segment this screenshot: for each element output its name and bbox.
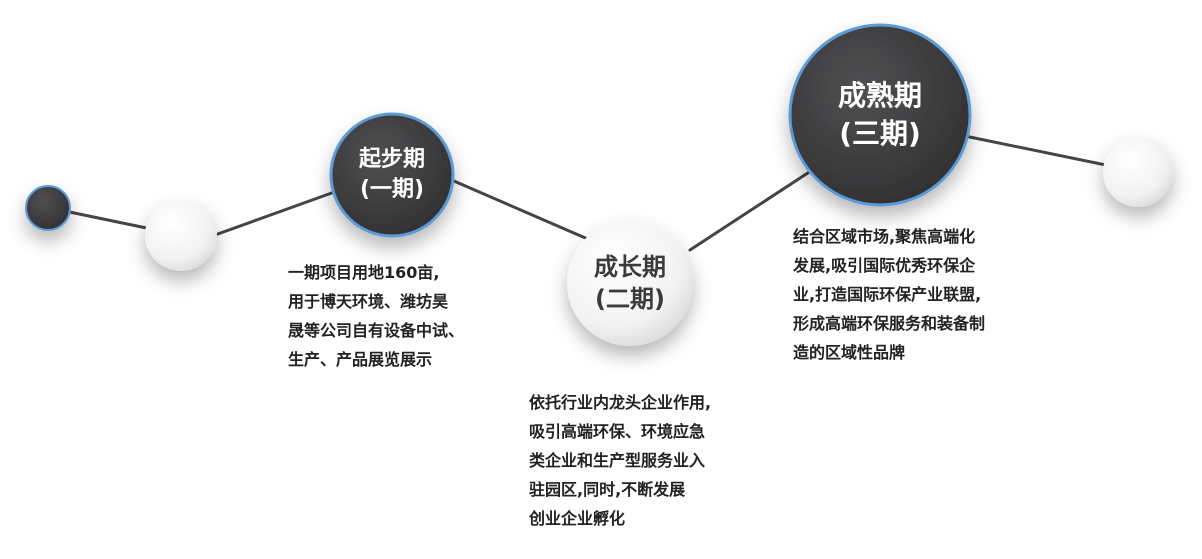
decor-node-right [1103,137,1173,207]
description-line: 吸引高端环保、环境应急 [529,422,706,441]
description-line: 结合区域市场,聚焦高端化 [793,227,976,246]
description-line: 驻园区,同时,不断发展 [529,480,686,499]
stage-2-description: 依托行业内龙头企业作用, 吸引高端环保、环境应急 类企业和生产型服务业入 驻园区… [529,388,711,533]
description-line: 造的区域性品牌 [793,343,906,362]
stage-1-description: 一期项目用地160亩, 用于博天环境、潍坊昊 晟等公司自有设备中试、 生产、产品… [288,258,464,374]
stage-3-node [788,23,972,207]
description-line: 类企业和生产型服务业入 [529,451,706,470]
description-line: 一期项目用地160亩, [288,263,440,282]
description-line: 晟等公司自有设备中试、 [288,321,465,340]
description-line: 用于博天环境、潍坊昊 [288,292,449,311]
connector-line [688,163,822,252]
description-line: 形成高端环保服务和装备制 [793,314,986,333]
description-line: 发展,吸引国际优秀环保企 [793,256,976,275]
start-dot [25,185,71,231]
connector-line [438,173,592,242]
description-line: 业,打造国际环保产业联盟, [793,285,982,304]
decor-node-left [145,199,217,271]
connector-line [213,188,342,237]
connector-line [958,133,1132,172]
stage-1-node [329,112,455,238]
description-line: 依托行业内龙头企业作用, [529,393,712,412]
description-line: 生产、产品展览展示 [288,350,433,369]
description-line: 创业企业孵化 [529,509,626,528]
stage-3-description: 结合区域市场,聚焦高端化 发展,吸引国际优秀环保企 业,打造国际环保产业联盟, … [793,222,985,367]
stage-2-node [567,220,693,346]
